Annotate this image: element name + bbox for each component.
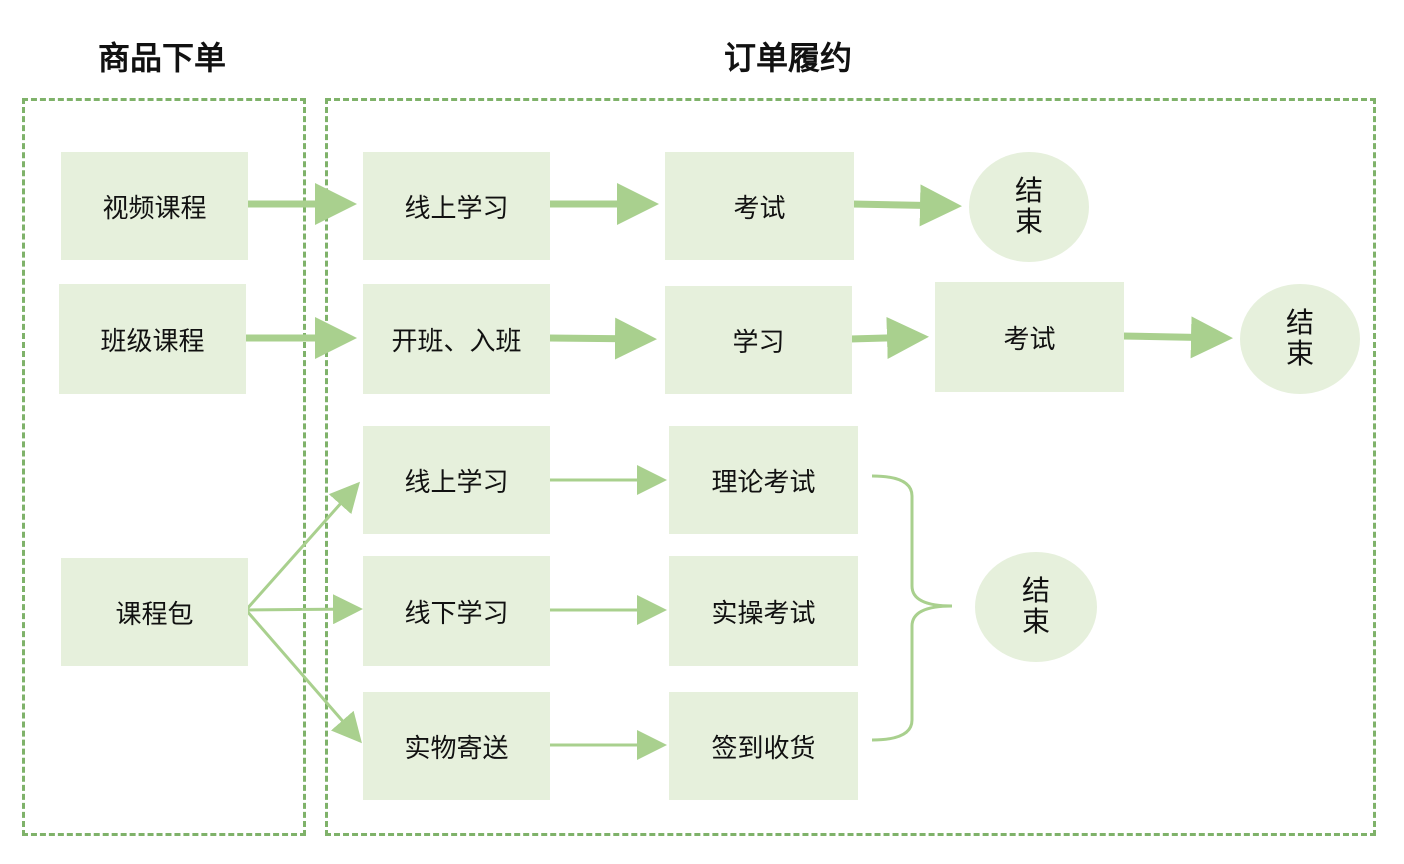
arrow-package-to-delivery <box>244 609 362 744</box>
arrow-package-to-online <box>244 481 360 611</box>
node-end-1-label: 结束 <box>1014 174 1043 238</box>
node-class-course: 班级课程 <box>59 284 246 394</box>
node-offline-study: 线下学习 <box>363 556 550 666</box>
arrow-package-to-offline <box>245 594 363 625</box>
node-end-2: 结束 <box>1240 284 1360 394</box>
region-order <box>22 98 306 836</box>
node-study: 学习 <box>665 286 852 394</box>
node-theory-exam: 理论考试 <box>669 426 858 534</box>
node-video-course: 视频课程 <box>61 152 248 260</box>
node-exam-2: 考试 <box>935 282 1124 392</box>
node-physical-delivery: 实物寄送 <box>363 692 550 800</box>
node-online-study-2: 线上学习 <box>363 426 550 534</box>
node-end-3-label: 结束 <box>1021 574 1050 638</box>
node-end-3: 结束 <box>975 552 1097 662</box>
node-sign-receipt: 签到收货 <box>669 692 858 800</box>
node-practical-exam: 实操考试 <box>669 556 858 666</box>
region-title-order: 商品下单 <box>98 39 227 77</box>
node-exam-1: 考试 <box>665 152 854 260</box>
node-end-2-label: 结束 <box>1285 306 1314 370</box>
arrow-study-to-exam <box>849 316 929 359</box>
node-end-1: 结束 <box>969 152 1089 262</box>
arrow-exam-to-end <box>851 184 962 227</box>
node-course-package: 课程包 <box>61 558 248 666</box>
node-online-study-1: 线上学习 <box>363 152 550 260</box>
merge-brace <box>871 474 953 742</box>
node-open-join-class: 开班、入班 <box>363 284 550 394</box>
arrow-open-to-study <box>547 317 657 360</box>
arrow-exam-to-end-2 <box>1121 316 1233 359</box>
region-fulfillment <box>325 98 1376 836</box>
region-title-fulfillment: 订单履约 <box>724 39 853 77</box>
